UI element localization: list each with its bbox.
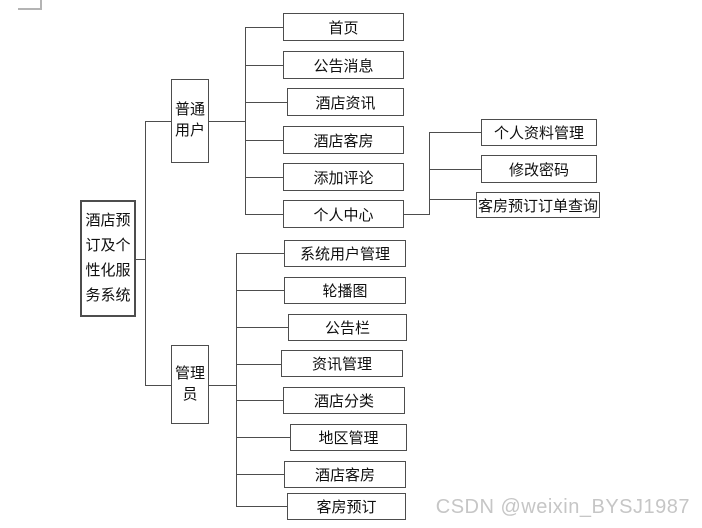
node-hotel-news: 酒店资讯: [287, 88, 404, 116]
connector-personal-center-trunk: [429, 132, 430, 215]
page-corner-mark: [40, 0, 42, 10]
node-booking-order-query: 客房预订订单查询: [476, 192, 600, 218]
connector-trunk-to-admin: [145, 385, 171, 386]
node-change-password: 修改密码: [481, 155, 597, 183]
connector-personal-center-to-trunk: [404, 214, 429, 215]
connector-user-branch: [245, 214, 283, 215]
connector-admin-branch: [236, 474, 284, 475]
csdn-watermark: CSDN @weixin_BYSJ1987: [435, 496, 690, 518]
connector-roles-trunk: [145, 121, 146, 386]
node-bulletin-board: 公告栏: [288, 314, 407, 341]
connector-pc-branch: [429, 132, 481, 133]
connector-user-to-trunk: [209, 121, 245, 122]
node-hotel-category: 酒店分类: [283, 387, 405, 414]
page-corner-mark: [18, 8, 42, 10]
node-carousel: 轮播图: [284, 277, 406, 304]
connector-user-branch: [245, 140, 283, 141]
connector-user-trunk: [245, 27, 246, 215]
connector-admin-branch: [236, 400, 283, 401]
connector-admin-branch: [236, 253, 284, 254]
node-system-user-management: 系统用户管理: [284, 240, 406, 267]
connector-admin-branch: [236, 290, 284, 291]
connector-admin-to-trunk: [209, 385, 236, 386]
node-homepage: 首页: [283, 13, 404, 41]
node-room-booking: 客房预订: [287, 493, 406, 520]
node-announcement-messages: 公告消息: [283, 51, 404, 79]
node-region-management: 地区管理: [290, 424, 407, 451]
node-role-regular-user: 普通用户: [171, 79, 209, 163]
connector-user-branch: [245, 177, 283, 178]
connector-trunk-to-user: [145, 121, 171, 122]
connector-admin-trunk: [236, 253, 237, 507]
connector-admin-branch: [236, 506, 287, 507]
connector-pc-branch: [429, 199, 476, 200]
node-role-admin: 管理员: [171, 345, 209, 424]
node-add-comment: 添加评论: [283, 163, 404, 191]
node-profile-management: 个人资料管理: [481, 119, 597, 146]
node-hotel-rooms-user: 酒店客房: [283, 126, 404, 154]
connector-admin-branch: [236, 437, 290, 438]
node-news-management: 资讯管理: [281, 350, 403, 377]
connector-user-branch: [245, 27, 283, 28]
connector-root-to-trunk: [136, 259, 145, 260]
connector-pc-branch: [429, 169, 481, 170]
connector-user-branch: [245, 65, 283, 66]
node-root-system: 酒店预订及个性化服务系统: [80, 200, 136, 317]
connector-admin-branch: [236, 327, 288, 328]
connector-admin-branch: [236, 364, 281, 365]
node-personal-center: 个人中心: [283, 200, 404, 228]
node-hotel-rooms-admin: 酒店客房: [284, 461, 406, 488]
connector-user-branch: [245, 102, 287, 103]
